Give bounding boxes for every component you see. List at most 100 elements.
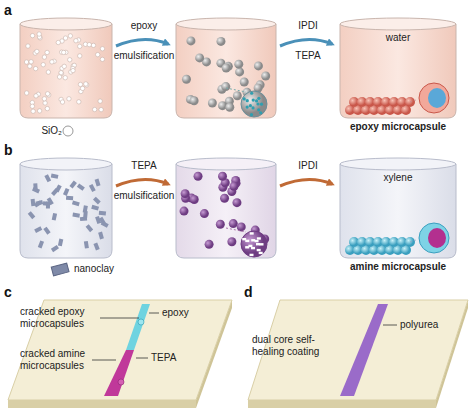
sio2-particle (85, 83, 89, 87)
sio2-particle (56, 40, 60, 44)
droplet (186, 36, 195, 45)
nanoclay-flake (245, 246, 249, 248)
sio2-particle (96, 52, 100, 56)
sio2-particle (260, 103, 263, 106)
sio2-particle (43, 101, 47, 105)
sio2-particle (57, 75, 61, 79)
sio2-particle (63, 36, 67, 40)
label: TEPA (283, 50, 333, 62)
nanoclay-flake (35, 200, 43, 206)
nanoclay-flake (251, 239, 255, 241)
droplet (218, 172, 227, 181)
nanoclay-flake (89, 184, 96, 192)
sio2-particle (250, 92, 253, 95)
droplet (234, 60, 243, 69)
sio2-particle (243, 97, 246, 100)
nanoclay-flake (77, 183, 85, 190)
label: TEPA (119, 160, 169, 172)
sio2-particle (91, 43, 95, 47)
sio2-particle (78, 54, 82, 58)
droplet (180, 207, 189, 216)
nanoclay-flake (259, 252, 263, 254)
sio2-particle (259, 111, 262, 114)
nanoclay-flake (51, 188, 59, 196)
sio2-particle (257, 97, 260, 100)
nanoclay-flake (52, 213, 57, 221)
nanoclay-flake (83, 211, 88, 218)
nanoclay-flake (84, 241, 89, 249)
sio2-particle (68, 34, 72, 38)
sio2-particle (42, 97, 46, 101)
droplet (225, 103, 234, 112)
sio2-particle (50, 60, 54, 64)
nanoclay-flake (257, 237, 261, 239)
sio2-particle (87, 42, 91, 46)
nanoclay-flake (51, 245, 59, 252)
sio2-particle (256, 102, 259, 105)
sio2-particle (45, 92, 49, 96)
nanoclay-flake (34, 226, 42, 233)
nanoclay-flake (51, 263, 69, 276)
label: emulsification (108, 190, 180, 202)
label: emulsification (108, 50, 180, 62)
nanoclay-flake (251, 247, 255, 249)
nanoclay-flake (51, 174, 59, 179)
droplet (182, 75, 191, 84)
nanoclay-flake (47, 197, 54, 205)
panel-letter: b (4, 142, 24, 158)
nanoclay-flake (69, 180, 76, 188)
label: water (373, 32, 423, 44)
label: nanoclay (74, 263, 134, 275)
sio2-particle (249, 104, 252, 107)
sio2-particle (45, 106, 49, 110)
droplet (194, 172, 203, 181)
nanoclay-flake (38, 240, 44, 248)
panel-letter: c (4, 284, 24, 300)
droplet (195, 53, 204, 62)
droplet (190, 195, 199, 204)
nanoclay-flake (44, 174, 51, 182)
nanoclay-flake (99, 217, 106, 225)
nanoclay-flake (32, 187, 40, 194)
nanoclay-flake (58, 239, 63, 247)
sio2-particle (257, 108, 260, 111)
label: xylene (373, 172, 423, 184)
nanoclay-flake (242, 238, 246, 240)
sio2-particle (71, 68, 75, 72)
droplet (232, 198, 241, 207)
sio2-particle (63, 126, 73, 136)
label: dual core self-healing coating (252, 334, 346, 358)
label: cracked amine microcapsules (20, 348, 92, 372)
droplet (190, 96, 199, 105)
coating-slab (8, 300, 232, 408)
droplet (261, 71, 270, 80)
droplet (181, 189, 190, 198)
sio2-particle (24, 91, 28, 95)
sio2-particle (78, 44, 82, 48)
label: epoxy microcapsule (336, 121, 460, 133)
label: IPDI (283, 20, 333, 32)
nanoclay-flake (259, 243, 263, 245)
nanoclay-flake (250, 254, 254, 256)
droplet (227, 237, 236, 246)
nanoclay-flake (99, 211, 106, 216)
sio2-particle (100, 47, 104, 51)
label: cracked epoxy microcapsules (20, 306, 100, 330)
label: amine microcapsule (336, 261, 460, 273)
coating-slab (248, 300, 468, 408)
sio2-particle (37, 32, 41, 36)
sio2-particle (246, 105, 249, 108)
nanoclay-flake (93, 197, 101, 205)
nanoclay-flake (91, 205, 99, 211)
nanoclay-flake (98, 232, 104, 240)
sio2-particle (59, 70, 63, 74)
particles (24, 32, 415, 255)
droplet (216, 220, 225, 229)
sio2-particle (24, 60, 28, 64)
sio2-particle (37, 109, 41, 113)
droplet (235, 67, 244, 76)
zoom-inset (226, 83, 449, 257)
sio2-particle (68, 58, 72, 62)
sio2-particle (246, 99, 249, 102)
sio2-particle (62, 64, 66, 68)
